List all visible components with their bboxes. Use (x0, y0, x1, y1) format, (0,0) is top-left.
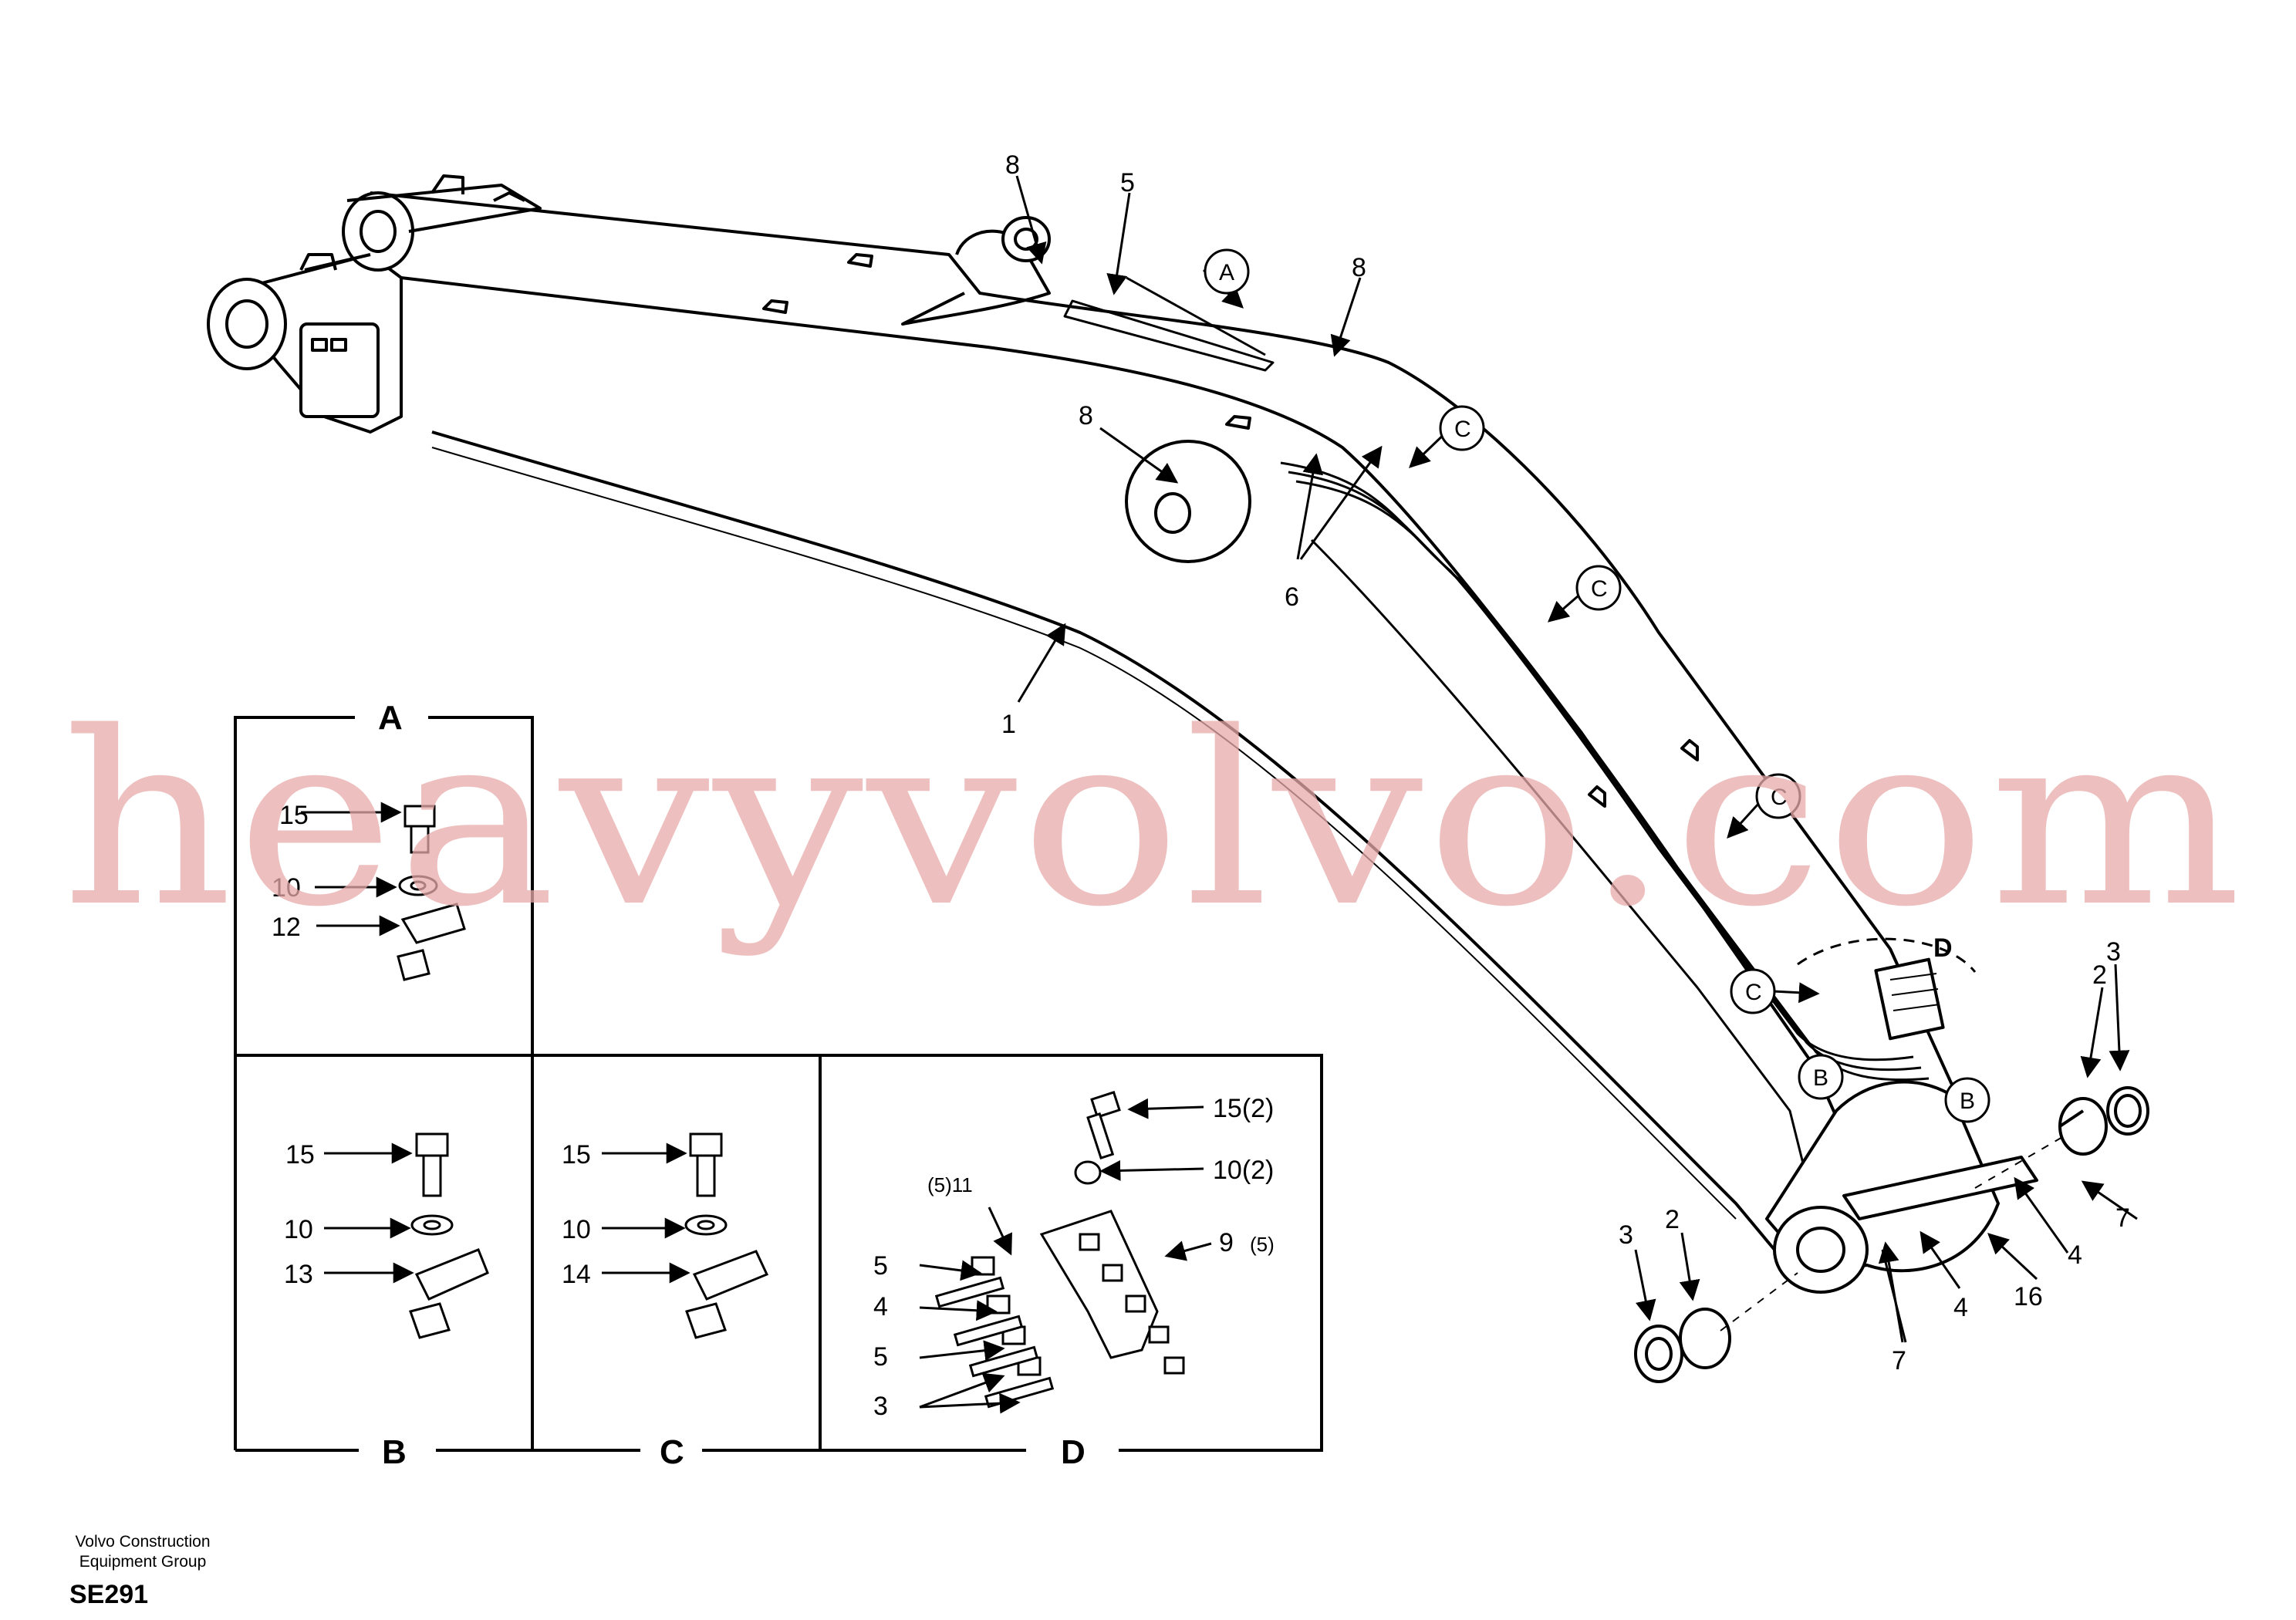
part-label: 8 (1352, 253, 1366, 282)
part-label: 1 (1001, 710, 1016, 739)
frame-d-label: (5) (1250, 1233, 1275, 1256)
part-label: 3 (2106, 937, 2121, 967)
frame-titles: A B C D (378, 699, 1086, 1471)
footer-block: Volvo Construction Equipment Group SE291 (46, 1532, 239, 1609)
callout-letter: D (1933, 933, 1953, 963)
frame-title-d: D (1061, 1433, 1086, 1471)
frame-d-parts (919, 1091, 1212, 1414)
frame-b-label: 15 (285, 1140, 315, 1169)
frame-c-label: 14 (562, 1260, 591, 1289)
frame-b-label: 10 (284, 1215, 313, 1244)
callout-letter: C (1454, 417, 1471, 442)
callout-letter: C (1771, 785, 1788, 810)
frame-c-label: 10 (562, 1215, 591, 1244)
frame-d-label: 10(2) (1213, 1156, 1274, 1185)
frame-d-label: 3 (873, 1392, 888, 1421)
frame-b-label: 13 (284, 1260, 313, 1289)
part-label: 8 (1005, 150, 1020, 180)
frame-c-label: 15 (562, 1140, 591, 1169)
frame-c-parts (602, 1132, 769, 1339)
frame-d-label: 15(2) (1213, 1094, 1274, 1123)
frame-d-labels: (5)11 15(2) 10(2) 9 (5) 5 4 5 3 (873, 1094, 1275, 1421)
part-label: 7 (1892, 1346, 1906, 1375)
frame-a-labels: 15 10 12 (272, 801, 309, 942)
callout-letter: C (1745, 980, 1762, 1005)
part-label: 2 (1665, 1205, 1680, 1234)
company-name-line2: Equipment Group (79, 1553, 207, 1571)
frame-d-label: 5 (873, 1342, 888, 1372)
frame-a-label: 15 (279, 801, 309, 830)
frame-title-c: C (660, 1433, 684, 1471)
company-name-line1: Volvo Construction (75, 1533, 211, 1551)
part-label: 4 (1953, 1293, 1968, 1322)
section-callouts (1202, 248, 1990, 1123)
frame-a-label: 12 (272, 913, 301, 942)
frame-c-labels: 15 10 14 (562, 1140, 591, 1289)
watermark-text: heavyvolvo.com (62, 681, 2245, 960)
part-leaders (1015, 175, 2138, 1343)
part-numbers: 1 8 5 8 8 6 2 3 3 2 4 7 16 7 4 (1001, 150, 2130, 1375)
section-callout-letters: A C C C C B B D (1219, 260, 1975, 1114)
part-label: 8 (1079, 401, 1093, 430)
frame-a-label: 10 (272, 873, 301, 903)
callout-letter: C (1591, 576, 1608, 602)
frame-a-parts (301, 802, 466, 981)
part-label: 6 (1285, 582, 1299, 612)
frame-title-b: B (382, 1433, 407, 1471)
frame-d-label: 4 (873, 1292, 888, 1321)
callout-letter: B (1960, 1088, 1975, 1114)
frame-title-a: A (378, 699, 403, 737)
part-label: 4 (2068, 1240, 2082, 1270)
callout-letter: B (1813, 1065, 1828, 1091)
frame-b-parts (324, 1132, 489, 1339)
frame-d-label: (5)11 (927, 1173, 973, 1196)
drawing-code: SE291 (69, 1580, 149, 1609)
part-label: 3 (1619, 1220, 1633, 1250)
callout-letter: A (1219, 260, 1234, 285)
part-label: 16 (2014, 1282, 2043, 1311)
detail-frames (234, 716, 1323, 1452)
part-label: 2 (2092, 960, 2107, 990)
part-label: 5 (1120, 168, 1135, 197)
frame-d-label: 9 (1219, 1228, 1234, 1257)
frame-b-labels: 15 10 13 (284, 1140, 315, 1289)
boom-arm-drawing (207, 174, 2149, 1383)
frame-d-label: 5 (873, 1251, 888, 1281)
part-label: 7 (2115, 1203, 2130, 1233)
